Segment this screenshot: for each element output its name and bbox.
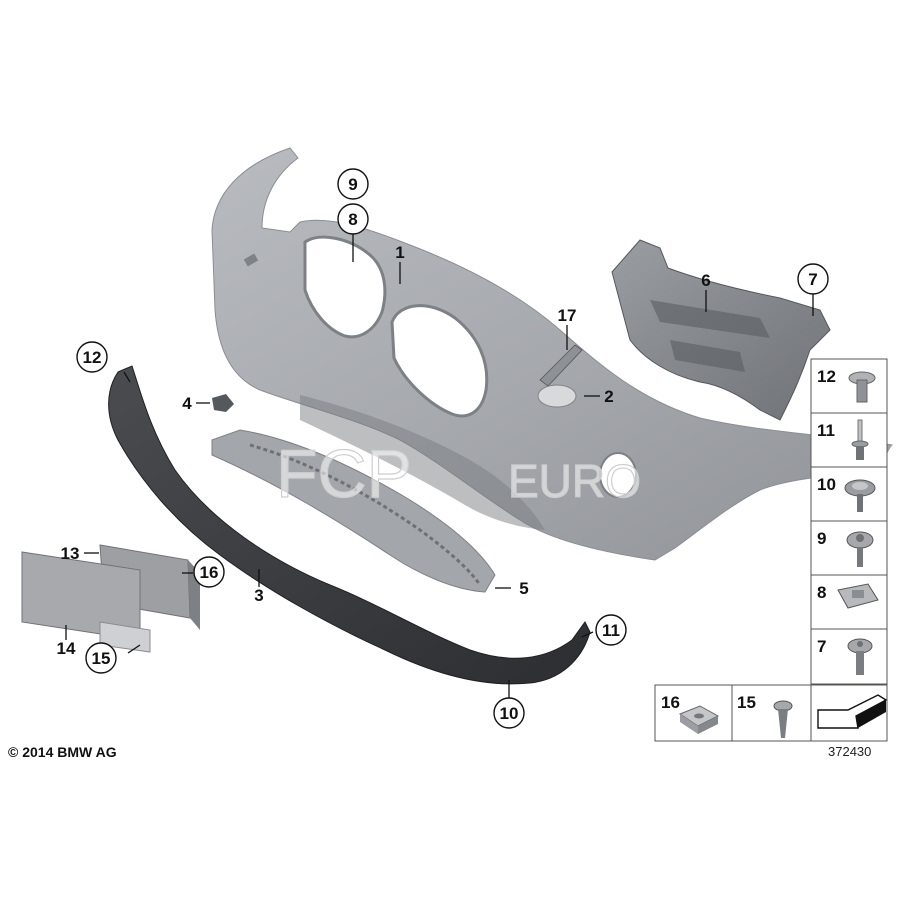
svg-text:10: 10 [500,704,519,723]
hardware-label-11: 11 [817,421,835,440]
hardware-label-15: 15 [737,693,756,712]
callout-13: 13 [61,544,80,563]
filler-strip [99,621,151,653]
bolt-7-icon [847,638,873,675]
hardware-label-10: 10 [817,475,836,494]
svg-text:16: 16 [200,563,219,582]
callout-16: 16 [193,556,225,588]
collar-screw-9-icon [846,531,874,567]
callout-5: 5 [519,579,528,598]
callout-2: 2 [604,387,613,406]
callout-11: 11 [595,614,627,646]
watermark: FCP EURO [275,435,641,512]
callout-15: 15 [85,642,117,674]
hardware-label-7: 7 [817,637,826,656]
callout-9: 9 [337,168,369,200]
svg-text:12: 12 [83,348,102,367]
callout-6: 6 [701,271,710,290]
small-bracket-17 [539,344,583,387]
trim-strip [211,429,496,593]
direction-arrow-icon [817,694,888,729]
hardware-panel: 12 11 10 9 8 [810,358,888,685]
rivet-12-icon [848,371,876,403]
hardware-label-8: 8 [817,583,826,602]
hardware-label-12: 12 [817,367,836,386]
callout-4: 4 [182,394,192,413]
hardware-label-16: 16 [661,693,680,712]
callout-10: 10 [493,697,525,729]
tapping-screw-15-icon [773,700,793,738]
push-pin-11-icon [851,419,869,460]
leader-lines [65,233,814,698]
tow-hook-cover [537,384,577,408]
screw-washer-10-icon [844,479,876,512]
callout-17: 17 [558,306,577,325]
plug-part-4 [212,394,234,412]
svg-text:FCP: FCP [276,436,412,512]
copyright-notice: © 2014 BMW AG [8,744,117,760]
svg-text:8: 8 [348,210,357,229]
callout-3: 3 [254,586,263,605]
diagram-number: 372430 [828,744,872,759]
hardware-bottom-row: 16 15 [654,684,888,742]
callout-1: 1 [395,243,404,262]
callout-12: 12 [76,341,108,373]
svg-text:9: 9 [348,175,357,194]
front-spoiler [108,365,591,685]
callout-14: 14 [57,639,76,658]
callout-7: 7 [797,263,829,295]
hardware-label-9: 9 [817,529,826,548]
svg-text:7: 7 [808,270,817,289]
square-nut-16-icon [678,705,720,734]
bumper-support-bracket [611,239,831,421]
svg-text:11: 11 [602,621,620,640]
svg-text:EURO: EURO [508,455,641,507]
nut-clip-8-icon [837,583,879,609]
callout-8: 8 [337,203,369,235]
svg-text:15: 15 [92,649,111,668]
